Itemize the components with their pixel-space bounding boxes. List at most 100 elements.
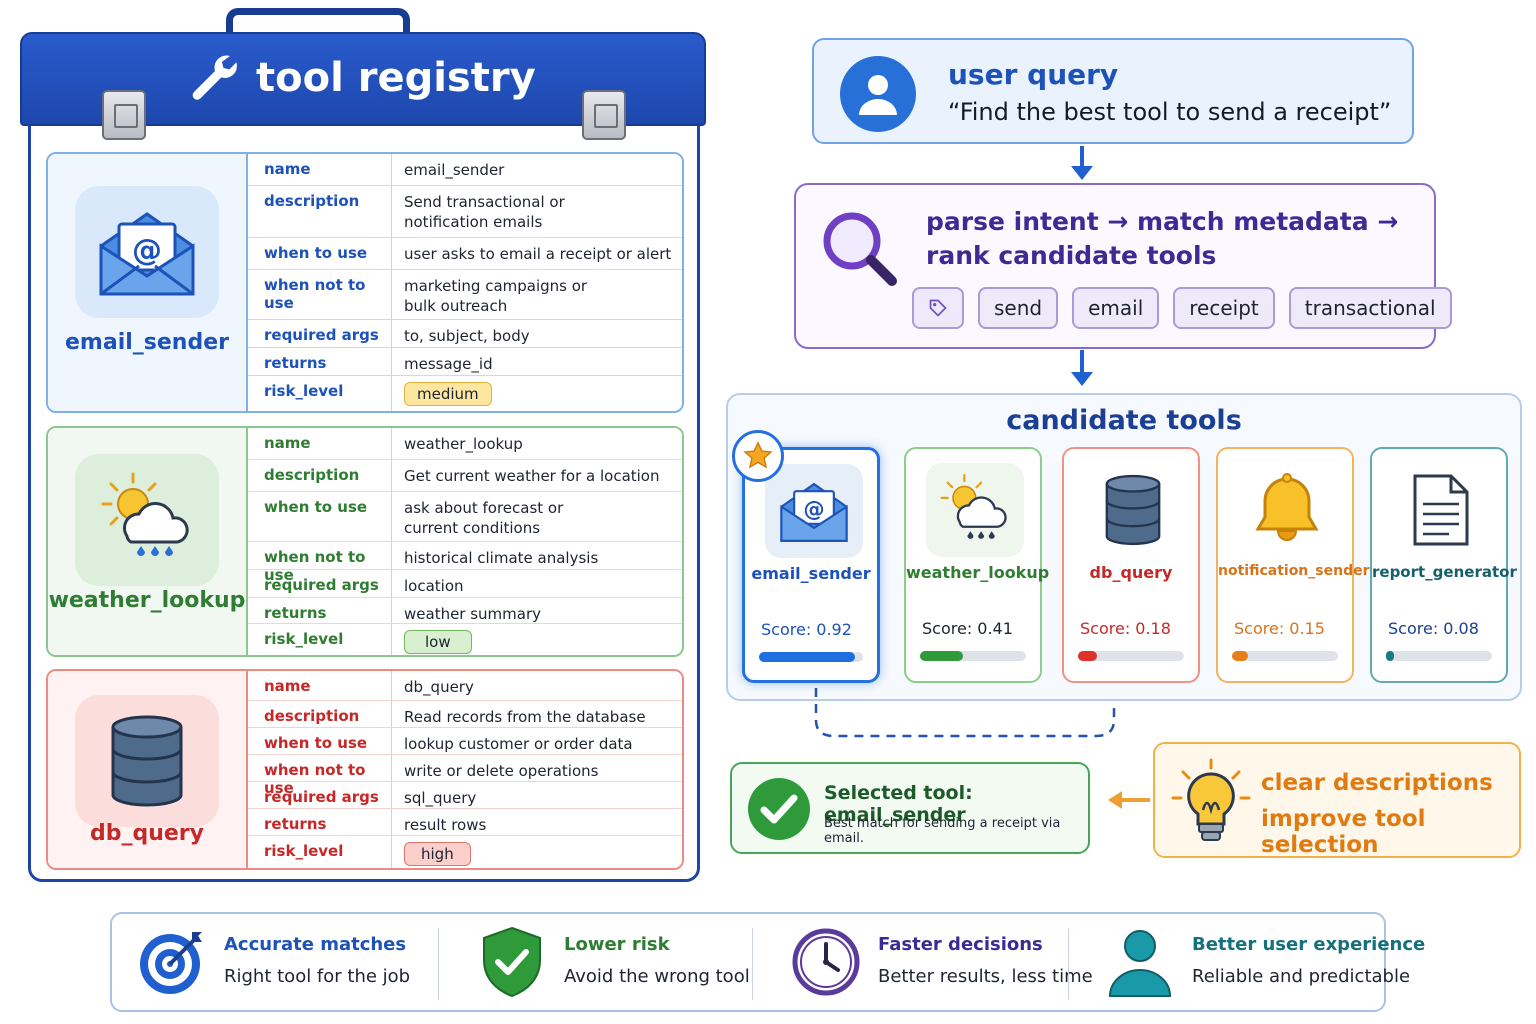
risk-badge-high: high — [404, 842, 471, 866]
bell-icon — [1238, 463, 1336, 557]
database-icon — [1084, 463, 1182, 557]
benefit-title: Better user experience — [1192, 934, 1426, 955]
table-row: risk_level high — [248, 836, 682, 868]
score-bar — [1386, 651, 1492, 661]
row-value: historical climate analysis — [404, 549, 599, 567]
row-value: location — [404, 577, 464, 595]
candidate-card-email-sender[interactable]: @ email_sender Score: 0.92 — [742, 447, 880, 683]
row-key: when not to use — [248, 270, 392, 319]
benefit-title: Lower risk — [564, 934, 670, 955]
tool-card-left: @ email_sender — [48, 154, 246, 411]
flow-arrow-down — [1071, 146, 1093, 180]
candidate-card-weather-lookup[interactable]: weather_lookup Score: 0.41 — [904, 447, 1050, 683]
benefit-title: Accurate matches — [224, 934, 407, 955]
envelope-icon: @ — [75, 186, 219, 318]
table-row: required args location — [248, 570, 682, 598]
user-icon — [1108, 930, 1172, 997]
row-key: when not to use — [248, 755, 392, 797]
row-key: returns — [248, 348, 392, 375]
table-row: when to use ask about forecast or current… — [248, 492, 682, 542]
row-value: Get current weather for a location — [404, 467, 660, 485]
tip-line-1: clear descriptions — [1261, 770, 1493, 796]
score-bar-fill — [1078, 651, 1098, 661]
candidate-card-notification-sender[interactable]: notification_sender Score: 0.15 — [1216, 447, 1370, 683]
registry-title-text: tool registry — [256, 55, 536, 101]
risk-badge-medium: medium — [404, 382, 492, 406]
row-key: when to use — [248, 238, 392, 269]
row-value: result rows — [404, 816, 487, 834]
score-bar-fill — [1232, 651, 1248, 661]
star-icon — [732, 430, 784, 482]
left-latch-icon — [102, 90, 146, 140]
row-value: sql_query — [404, 789, 477, 807]
score-bar-fill — [1386, 651, 1395, 661]
row-key: when to use — [248, 728, 392, 754]
benefit-subtitle: Avoid the wrong tool — [564, 966, 750, 987]
row-value: email_sender — [404, 161, 505, 179]
table-row: risk_level medium — [248, 376, 682, 411]
candidate-name: report_generator — [1372, 563, 1517, 581]
check-circle-icon — [748, 778, 810, 840]
table-row: description Send transactional or notific… — [248, 186, 682, 238]
row-value: user asks to email a receipt or alert — [404, 245, 672, 263]
tool-name: db_query — [89, 821, 205, 846]
candidate-name: notification_sender — [1218, 563, 1370, 579]
row-value: Send transactional or notification email… — [404, 193, 565, 231]
row-key: required args — [248, 570, 392, 597]
benefit-better-ux: Better user experience Reliable and pred… — [1080, 914, 1425, 1010]
row-key: name — [248, 428, 392, 459]
divider — [438, 928, 439, 1000]
candidate-score: Score: 0.08 — [1388, 619, 1479, 638]
benefit-lower-risk: Lower risk Avoid the wrong tool — [452, 914, 752, 1010]
flow-arrow-down — [1071, 350, 1093, 386]
wrench-icon — [192, 55, 237, 100]
candidate-card-report-generator[interactable]: report_generator Score: 0.08 — [1370, 447, 1517, 683]
svg-text:@: @ — [803, 498, 824, 523]
clock-icon — [792, 928, 860, 996]
parse-intent-box: parse intent → match metadata → rank can… — [794, 183, 1452, 349]
candidate-tools-panel: candidate tools @ email_sender Score: 0.… — [726, 393, 1522, 701]
shield-check-icon — [483, 926, 541, 998]
row-key: description — [248, 186, 392, 237]
magnifier-icon — [823, 212, 897, 286]
candidate-card-db-query[interactable]: db_query Score: 0.18 — [1062, 447, 1200, 683]
row-key: description — [248, 701, 392, 727]
row-value: write or delete operations — [404, 762, 599, 780]
benefit-subtitle: Right tool for the job — [224, 966, 411, 987]
weather-icon — [926, 463, 1024, 557]
table-row: when to use lookup customer or order data — [248, 728, 682, 755]
tool-card-left: db_query — [48, 671, 246, 868]
arrow-left-icon — [1108, 791, 1150, 809]
candidate-name: weather_lookup — [906, 563, 1050, 582]
selection-connector — [814, 688, 1116, 738]
row-value: db_query — [404, 678, 474, 696]
envelope-icon: @ — [765, 464, 863, 558]
right-latch-icon — [582, 90, 626, 140]
row-key: when to use — [248, 492, 392, 541]
row-key: risk_level — [248, 836, 392, 868]
candidate-score: Score: 0.15 — [1234, 619, 1325, 638]
benefit-accurate-matches: Accurate matches Right tool for the job — [112, 914, 436, 1010]
database-icon — [75, 695, 219, 827]
row-value: message_id — [404, 355, 493, 373]
intent-step-line-2: rank candidate tools — [926, 241, 1217, 270]
row-key: risk_level — [248, 376, 392, 411]
row-value: lookup customer or order data — [404, 735, 633, 753]
benefit-faster-decisions: Faster decisions Better results, less ti… — [766, 914, 1093, 1010]
user-avatar-icon — [840, 56, 916, 132]
selected-tool-subtitle: Best match for sending a receipt via ema… — [824, 816, 1061, 846]
row-key: required args — [248, 320, 392, 347]
divider — [1068, 928, 1069, 1000]
row-key: returns — [248, 809, 392, 835]
row-key: required args — [248, 782, 392, 808]
table-row: required args sql_query — [248, 782, 682, 809]
row-value: ask about forecast or current conditions — [404, 499, 564, 537]
